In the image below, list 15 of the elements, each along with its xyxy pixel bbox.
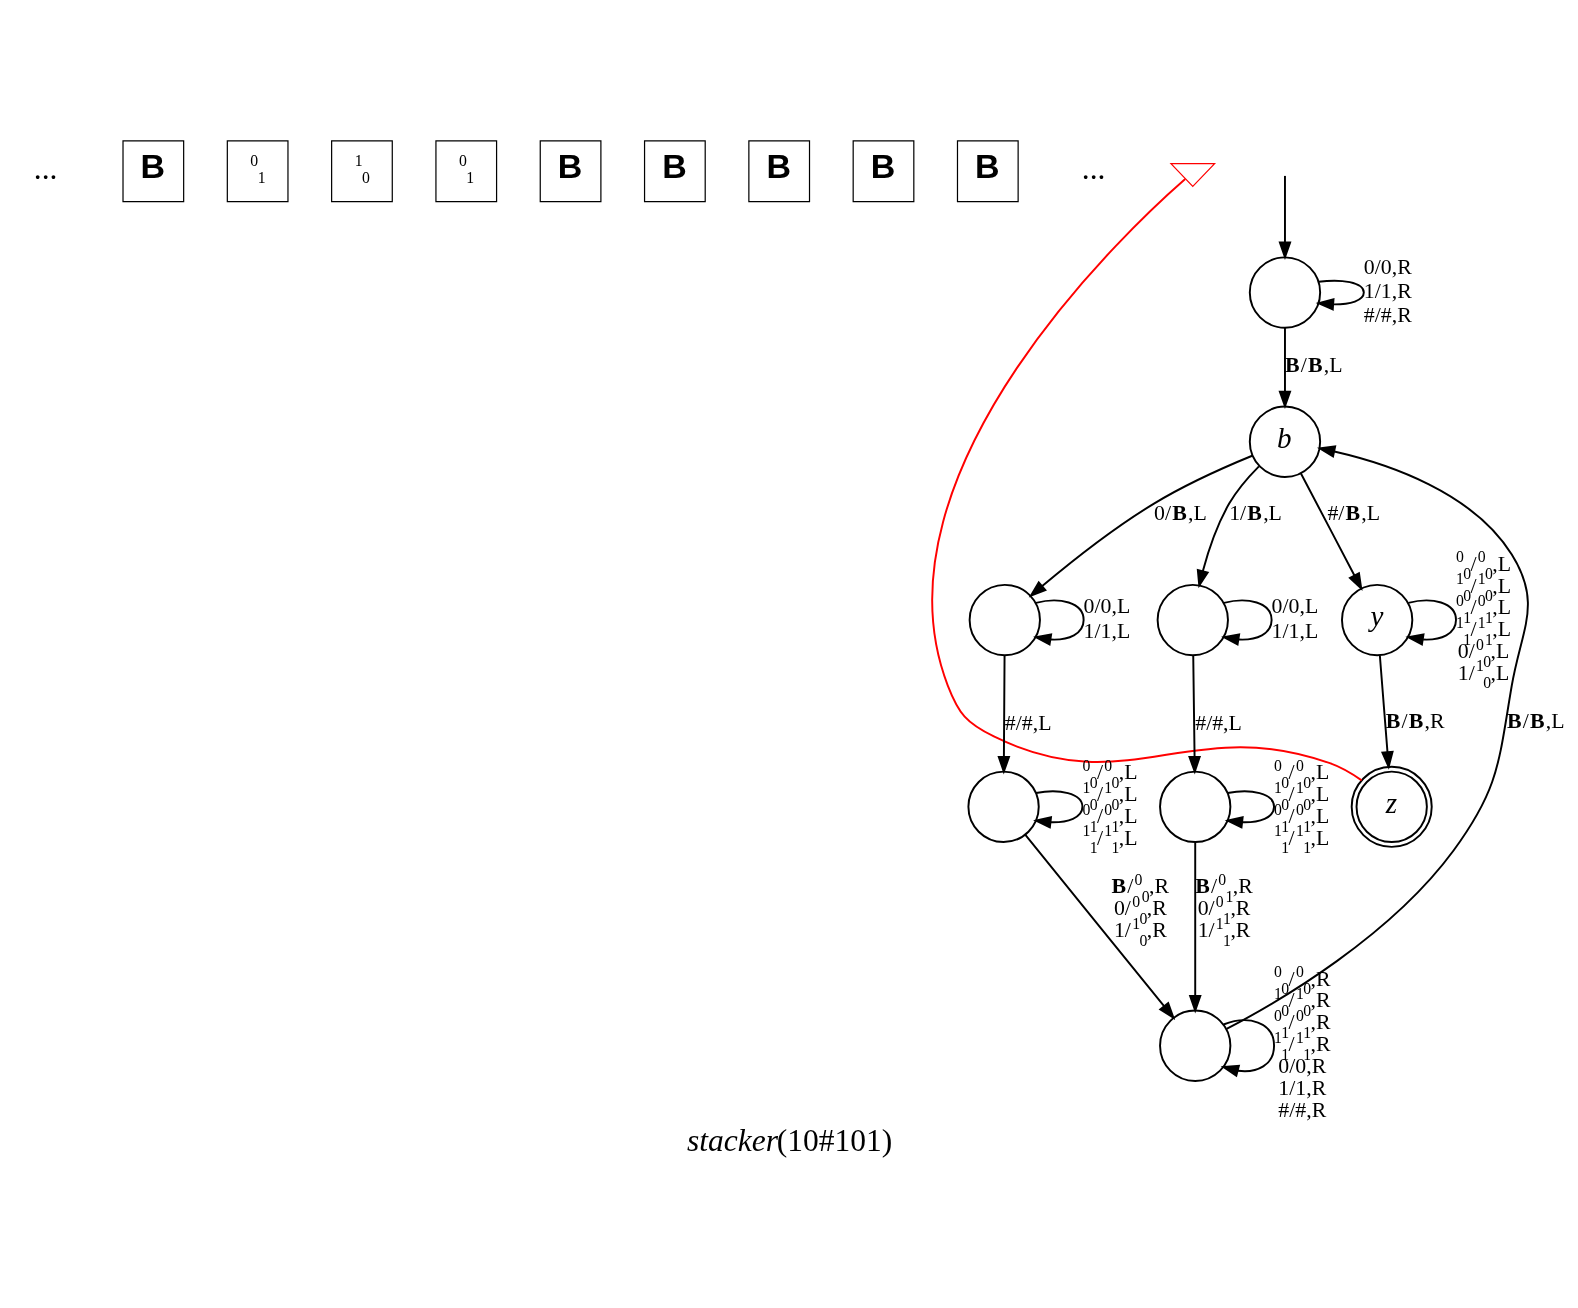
edge-label: #/#,L <box>1194 710 1242 735</box>
edge-label: #/#,L <box>1004 710 1051 735</box>
edge-label: 0/0,R 1/1,R #/#,R <box>1363 254 1412 328</box>
edge-label: B/B,L <box>1506 709 1565 734</box>
edge-label: B/$^{0}$$_{1}$,R 0/$^{0}$$_{1}$,R 1/$^{1}$$_{1}$,R <box>1194 870 1253 949</box>
edge-label: 0/0,L 1/1,L <box>1271 594 1318 643</box>
edge-label: B/B,R <box>1385 709 1444 734</box>
label: ... <box>33 150 58 186</box>
edge-label: B/$^{0}$$_{0}$,R 0/$^{0}$$_{0}$,R 1/$^{1}$$_{0}$,R <box>1111 870 1169 949</box>
edge-label: 0/B,L <box>1153 500 1207 525</box>
edge-label: 1/B,L <box>1228 500 1282 525</box>
label: ... <box>1081 150 1105 186</box>
caption: stacker(10#101) <box>686 1123 892 1159</box>
edge-label: 0/0,L 1/1,L <box>1083 594 1130 643</box>
edge-label: #/B,L <box>1326 500 1380 525</box>
